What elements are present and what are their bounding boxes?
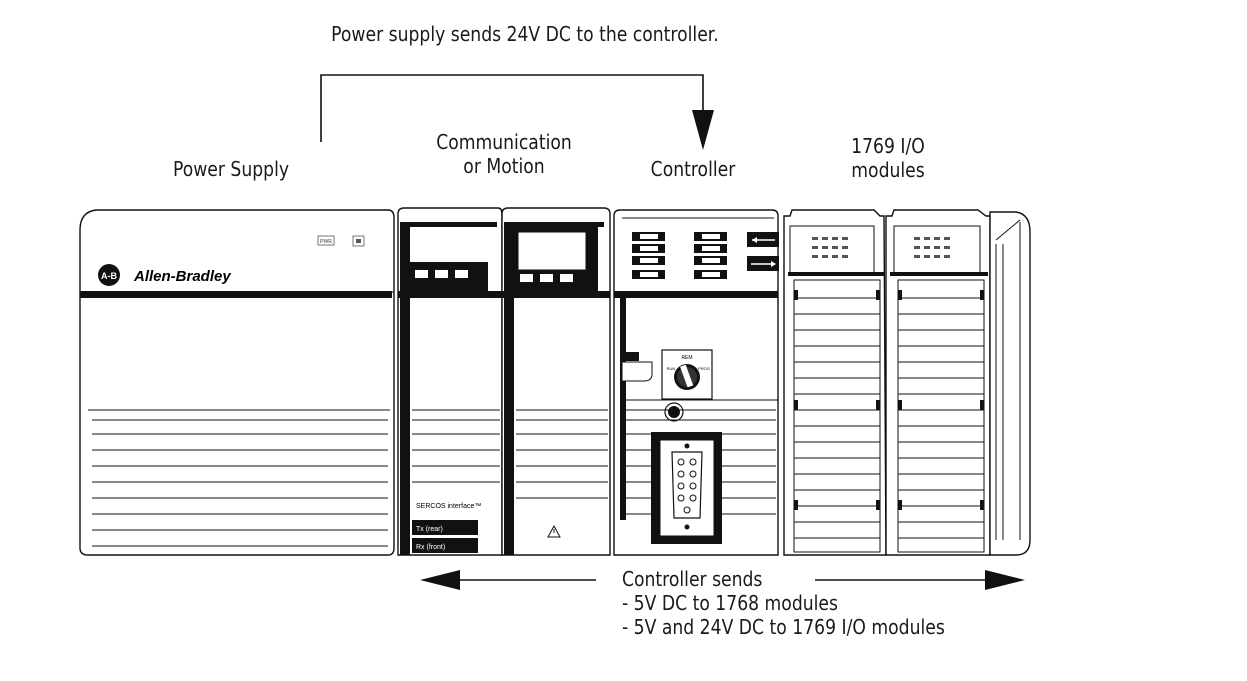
footer-line2: - 5V DC to 1768 modules	[622, 591, 838, 615]
power-supply-ridges	[92, 419, 388, 547]
arrow-down-icon	[692, 110, 714, 150]
allen-bradley-logo: A-B	[98, 264, 120, 286]
arrow-right-icon	[815, 570, 1025, 590]
power-path-line	[320, 74, 704, 142]
serial-port-icon	[651, 432, 722, 544]
comm-arrows-icon	[747, 232, 779, 271]
key-switch-rem: REM	[681, 355, 692, 361]
pwr-label: PWR	[320, 239, 332, 245]
warning-icon	[547, 524, 561, 538]
tx-port	[412, 520, 478, 535]
power-supply-module: A-B Allen-Bradley PWR	[79, 209, 395, 556]
label-power-supply: Power Supply	[172, 157, 290, 181]
battery-indicator	[664, 402, 684, 422]
io-module-1	[783, 209, 887, 556]
label-communication: Communication or Motion	[418, 130, 590, 178]
display-window	[517, 231, 587, 271]
pwr-indicator	[317, 235, 335, 246]
header-text: Power supply sends 24V DC to the control…	[331, 22, 719, 46]
label-communication-line1: Communication	[436, 130, 572, 154]
brand-name: Allen-Bradley	[133, 268, 231, 285]
label-communication-line2: or Motion	[463, 154, 545, 178]
key-switch-prog: PROG	[698, 366, 710, 371]
rx-label: Rx (front)	[416, 544, 445, 551]
footer-line1: Controller sends	[622, 567, 763, 591]
label-io-line2: modules	[851, 158, 925, 182]
end-cap	[989, 211, 1031, 556]
motion-module: SERCOS interface™ Tx (rear) Rx (front)	[397, 207, 503, 556]
io-module-1-leds	[812, 237, 848, 258]
key-switch-run: RUN	[667, 366, 676, 371]
label-controller: Controller	[650, 157, 736, 181]
io-module-2-leds	[914, 237, 950, 258]
controller-module: REM RUN PROG	[613, 209, 779, 556]
label-io-line1: 1769 I/O	[851, 134, 925, 158]
rx-port	[412, 538, 478, 553]
footer-line3: - 5V and 24V DC to 1769 I/O modules	[622, 615, 945, 639]
key-switch-icon: REM RUN PROG	[661, 349, 713, 400]
footer-text: Controller sends - 5V DC to 1768 modules…	[622, 567, 945, 639]
brand-logo-text: A-B	[101, 271, 117, 281]
status-leds	[632, 232, 727, 279]
arrow-left-icon	[420, 570, 596, 590]
label-io-modules: 1769 I/O modules	[819, 134, 957, 182]
tx-label: Tx (rear)	[416, 526, 443, 533]
communication-module	[501, 207, 611, 556]
sercos-label: SERCOS interface™	[416, 503, 481, 510]
io-module-2	[885, 209, 991, 556]
